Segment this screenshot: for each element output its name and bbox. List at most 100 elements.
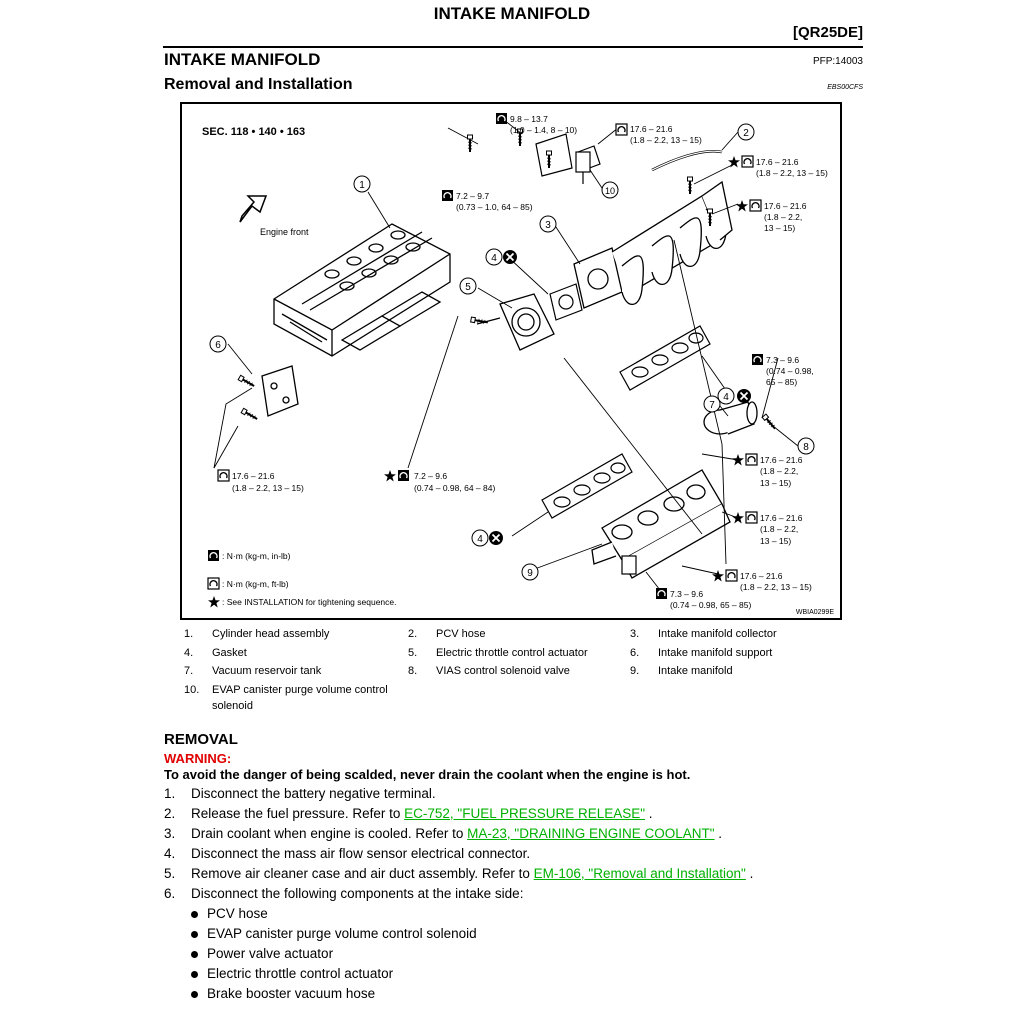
callout-7: 7	[703, 395, 721, 413]
right-gasket-drawing	[619, 325, 711, 391]
subsection-title: Removal and Installation	[164, 76, 353, 93]
svg-text:(1.0 – 1.4, 8 – 10): (1.0 – 1.4, 8 – 10)	[510, 125, 577, 135]
svg-text:(1.8 – 2.2,: (1.8 – 2.2,	[760, 524, 798, 534]
page-header-title: INTAKE MANIFOLD	[433, 4, 591, 23]
svg-text:(0.74 – 0.98, 64 – 84): (0.74 – 0.98, 64 – 84)	[414, 483, 495, 493]
svg-text:3: 3	[545, 220, 551, 231]
svg-text:4: 4	[723, 392, 729, 403]
removal-heading: REMOVAL	[164, 731, 238, 748]
callout-8: 8	[797, 437, 815, 455]
bullet-icon	[191, 991, 198, 998]
header-divider	[163, 46, 863, 48]
svg-text:7.3 – 9.6: 7.3 – 9.6	[670, 589, 703, 599]
torque-callout-1: 9.8 – 13.7 (1.0 – 1.4, 8 – 10)	[495, 112, 577, 135]
svg-text:17.6 – 21.6: 17.6 – 21.6	[232, 471, 275, 481]
link-removal-and-installation[interactable]: EM-106, "Removal and Installation"	[533, 866, 746, 881]
callout-9: 9	[521, 563, 539, 581]
svg-text:4: 4	[491, 253, 497, 264]
lower-gasket-drawing	[541, 453, 633, 519]
svg-text:17.6 – 21.6: 17.6 – 21.6	[760, 455, 803, 465]
svg-text:(1.8 – 2.2,: (1.8 – 2.2,	[760, 466, 798, 476]
svg-text:13 – 15): 13 – 15)	[760, 536, 791, 546]
engine-front-label: Engine front	[260, 227, 309, 237]
svg-text:2: 2	[743, 128, 749, 139]
svg-text:: N·m (kg-m, in-lb): : N·m (kg-m, in-lb)	[222, 551, 291, 561]
callout-2: 2	[737, 123, 755, 141]
svg-text:: See INSTALLATION for tighten: : See INSTALLATION for tightening sequen…	[222, 597, 397, 607]
torque-callout-3: 17.6 – 21.6 (1.8 – 2.2, 13 – 15)	[728, 155, 828, 178]
torque-callout-11: 17.6 – 21.6 (1.8 – 2.2, 13 – 15)	[712, 569, 812, 592]
svg-text:9: 9	[527, 568, 533, 579]
svg-text:17.6 – 21.6: 17.6 – 21.6	[630, 124, 673, 134]
svg-text:9.8 – 13.7: 9.8 – 13.7	[510, 114, 548, 124]
engine-code: [QR25DE]	[792, 24, 863, 41]
torque-callout-6: 7.3 – 9.6 (0.74 – 0.98, 65 – 85)	[751, 353, 814, 387]
bullet-icon	[191, 971, 198, 978]
throttle-actuator-drawing	[476, 293, 555, 351]
warning-label: WARNING:	[164, 751, 232, 766]
intake-manifold-drawing	[591, 469, 731, 579]
link-fuel-pressure-release[interactable]: EC-752, "FUEL PRESSURE RELEASE"	[404, 806, 646, 821]
svg-text:13 – 15): 13 – 15)	[764, 223, 795, 233]
svg-text:(1.8 – 2.2, 13 – 15): (1.8 – 2.2, 13 – 15)	[232, 483, 304, 493]
pcv-hose-inner	[651, 150, 723, 171]
svg-text:(0.74 – 0.98,: (0.74 – 0.98,	[766, 366, 814, 376]
section-title: INTAKE MANIFOLD	[164, 50, 321, 69]
bullet-icon	[191, 931, 198, 938]
bullet-icon	[191, 951, 198, 958]
svg-text:10: 10	[605, 186, 615, 196]
diagram-legend: : N·m (kg-m, in-lb) : N·m (kg-m, ft-lb) …	[207, 549, 397, 608]
svg-text:5: 5	[465, 282, 471, 293]
svg-text:(0.74 – 0.98, 65 – 85): (0.74 – 0.98, 65 – 85)	[670, 600, 751, 610]
evap-solenoid-drawing	[575, 151, 591, 184]
torque-callout-4: 7.2 – 9.7 (0.73 – 1.0, 64 – 85)	[441, 189, 533, 212]
bullet-icon	[191, 911, 198, 918]
pcv-hose-drawing	[651, 149, 723, 172]
callout-4a: 4	[485, 248, 503, 266]
svg-text:4: 4	[477, 534, 483, 545]
svg-text:1: 1	[359, 180, 365, 191]
svg-text:(1.8 – 2.2,: (1.8 – 2.2,	[764, 212, 802, 222]
engine-front-arrow-icon	[239, 195, 268, 223]
svg-text:17.6 – 21.6: 17.6 – 21.6	[760, 513, 803, 523]
exploded-diagram: SEC. 118 • 140 • 163 Engine front	[180, 102, 842, 620]
callout-3: 3	[539, 215, 557, 233]
throttle-gasket-drawing	[549, 283, 583, 321]
vias-valve-drawing	[621, 555, 637, 575]
svg-text:7.3 – 9.6: 7.3 – 9.6	[766, 355, 799, 365]
svg-text:17.6 – 21.6: 17.6 – 21.6	[756, 157, 799, 167]
callout-10: 10	[601, 181, 619, 199]
svg-text:17.6 – 21.6: 17.6 – 21.6	[764, 201, 807, 211]
svg-text:7: 7	[709, 400, 715, 411]
svg-text:: N·m (kg-m, ft-lb): : N·m (kg-m, ft-lb)	[222, 579, 289, 589]
callout-1: 1	[353, 175, 371, 193]
svg-text:17.6 – 21.6: 17.6 – 21.6	[740, 571, 783, 581]
link-draining-engine-coolant[interactable]: MA-23, "DRAINING ENGINE COOLANT"	[467, 826, 715, 841]
warning-text: To avoid the danger of being scalded, ne…	[164, 767, 691, 782]
intake-manifold-support-drawing	[261, 365, 299, 417]
svg-text:(1.8 – 2.2, 13 – 15): (1.8 – 2.2, 13 – 15)	[740, 582, 812, 592]
svg-text:(0.73 – 1.0, 64 – 85): (0.73 – 1.0, 64 – 85)	[456, 202, 533, 212]
svg-text:6: 6	[215, 340, 221, 351]
reference-code: EBS00CFS	[827, 84, 863, 91]
torque-callout-5: 17.6 – 21.6 (1.8 – 2.2, 13 – 15)	[736, 199, 807, 233]
pfp-code: PFP:14003	[812, 56, 863, 67]
svg-text:(1.8 – 2.2, 13 – 15): (1.8 – 2.2, 13 – 15)	[756, 168, 828, 178]
svg-text:(1.8 – 2.2, 13 – 15): (1.8 – 2.2, 13 – 15)	[630, 135, 702, 145]
torque-callout-9: 17.6 – 21.6 (1.8 – 2.2, 13 – 15)	[732, 453, 803, 488]
section-label: SEC. 118 • 140 • 163	[202, 126, 305, 138]
svg-text:8: 8	[803, 442, 809, 453]
intake-collector-drawing	[573, 180, 733, 309]
torque-callout-8: 7.2 – 9.6 (0.74 – 0.98, 64 – 84)	[384, 469, 495, 493]
svg-text:65 – 85): 65 – 85)	[766, 377, 797, 387]
callout-6: 6	[209, 335, 227, 353]
torque-callout-10: 17.6 – 21.6 (1.8 – 2.2, 13 – 15)	[732, 511, 803, 546]
callout-5: 5	[459, 277, 477, 295]
svg-text:13 – 15): 13 – 15)	[760, 478, 791, 488]
leader-lines	[213, 119, 799, 591]
cylinder-head-drawing	[273, 223, 451, 357]
torque-callout-7: 17.6 – 21.6 (1.8 – 2.2, 13 – 15)	[217, 469, 304, 493]
image-code: WBIA0299E	[796, 609, 834, 616]
callout-4c: 4	[471, 529, 489, 547]
diagram-svg: SEC. 118 • 140 • 163 Engine front	[202, 112, 834, 616]
